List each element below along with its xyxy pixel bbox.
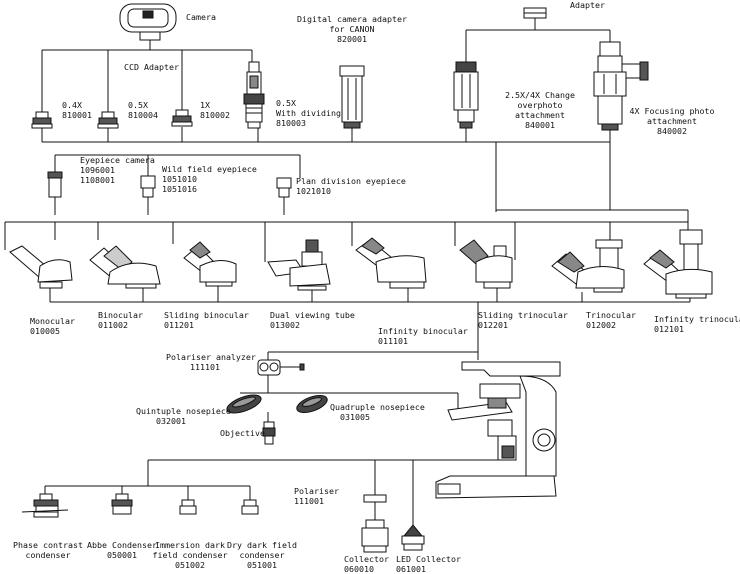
led-collector-icon (401, 524, 425, 551)
monocular-tube-icon (9, 245, 73, 289)
label-adapter: Adapter (570, 0, 605, 10)
change-overphoto-attachment-icon (453, 61, 479, 129)
connector-lines (4, 18, 691, 525)
quadruple-nosepiece-icon (296, 394, 328, 414)
label-camera: Camera (186, 12, 216, 22)
ccd-adapter-1x-icon (171, 109, 193, 127)
collector-icon (361, 519, 389, 553)
label-objective: Objective (220, 428, 265, 438)
polariser-analyzer-icon (257, 359, 305, 376)
objective-icon (262, 421, 276, 445)
microscope-stand-icon (435, 361, 561, 499)
wide-field-eyepiece-icon (140, 175, 156, 198)
infinity-trinocular-tube-icon (643, 229, 713, 299)
ccd-adapter-0-4x-icon (31, 111, 53, 129)
quintuple-nosepiece-icon (226, 394, 262, 414)
trinocular-tube-icon (551, 239, 625, 293)
dry-dark-field-condenser-icon (241, 499, 259, 515)
eyepiece-camera-icon (47, 171, 63, 198)
ccd-adapter-dividing-icon (243, 61, 265, 129)
plan-division-eyepiece-icon (276, 177, 292, 198)
adapter-icon (523, 7, 547, 19)
focusing-photo-attachment-icon (593, 41, 649, 131)
digital-camera-adapter-icon (339, 65, 365, 129)
sliding-trinocular-tube-icon (459, 239, 513, 289)
phase-contrast-condenser-icon (21, 493, 69, 518)
binocular-tube-icon (89, 245, 161, 289)
immersion-dark-field-condenser-icon (179, 499, 197, 515)
camera-icon (119, 3, 177, 41)
abbe-condenser-icon (111, 493, 133, 515)
dual-viewing-tube-icon (267, 239, 331, 291)
ccd-adapter-0-5x-icon (97, 111, 119, 129)
sliding-binocular-tube-icon (183, 241, 237, 287)
infinity-binocular-tube-icon (355, 237, 427, 289)
label-ccd-adapter: CCD Adapter (124, 62, 179, 72)
polariser-icon (363, 494, 387, 503)
